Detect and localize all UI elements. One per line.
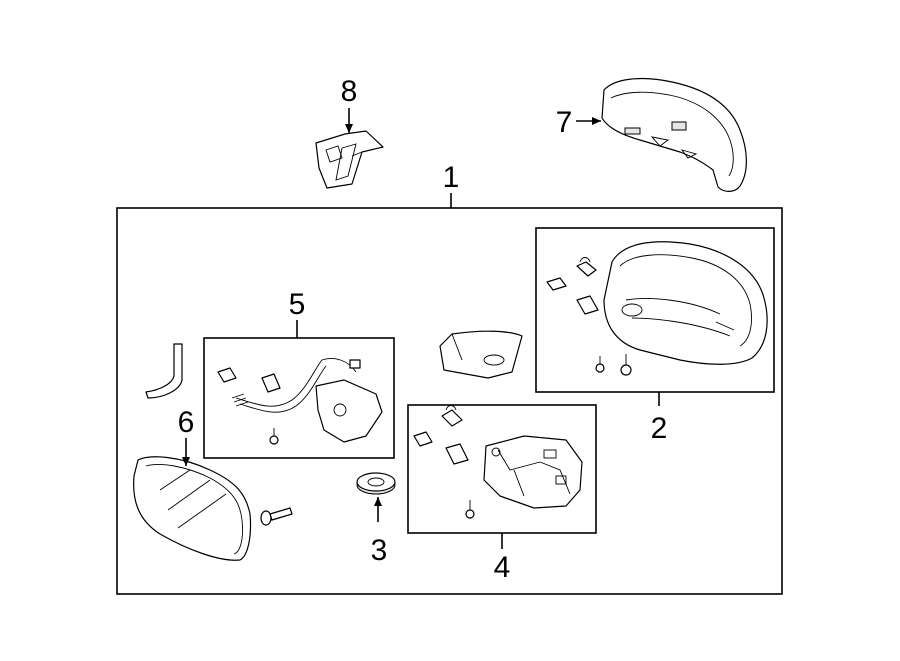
housing-kit-clips (546, 257, 599, 315)
callout-3: 3 (371, 534, 388, 567)
part-2-housing (603, 241, 768, 365)
part-3-washer (356, 472, 396, 495)
part-8-cover (315, 130, 384, 189)
callout-5: 5 (289, 288, 306, 321)
callout-7: 7 (556, 106, 573, 139)
part-6-mirror-glass (133, 456, 252, 561)
callout-6: 6 (178, 406, 195, 439)
part-4-motor (413, 405, 583, 519)
callout-8: 8 (341, 75, 358, 108)
part-6-hose (145, 343, 183, 399)
mirror-base (439, 330, 523, 379)
actuator-harness-kit-frame (203, 337, 395, 459)
part-7-housing-cap (601, 77, 747, 192)
housing-kit-frame (535, 227, 775, 393)
callout-4: 4 (494, 551, 511, 584)
part-5-actuator-harness (217, 358, 383, 445)
housing-kit-screws (595, 354, 632, 376)
callout-1: 1 (443, 161, 460, 194)
callout-2: 2 (651, 412, 668, 445)
assembly-frame (116, 207, 783, 595)
glass-screw (260, 507, 293, 526)
